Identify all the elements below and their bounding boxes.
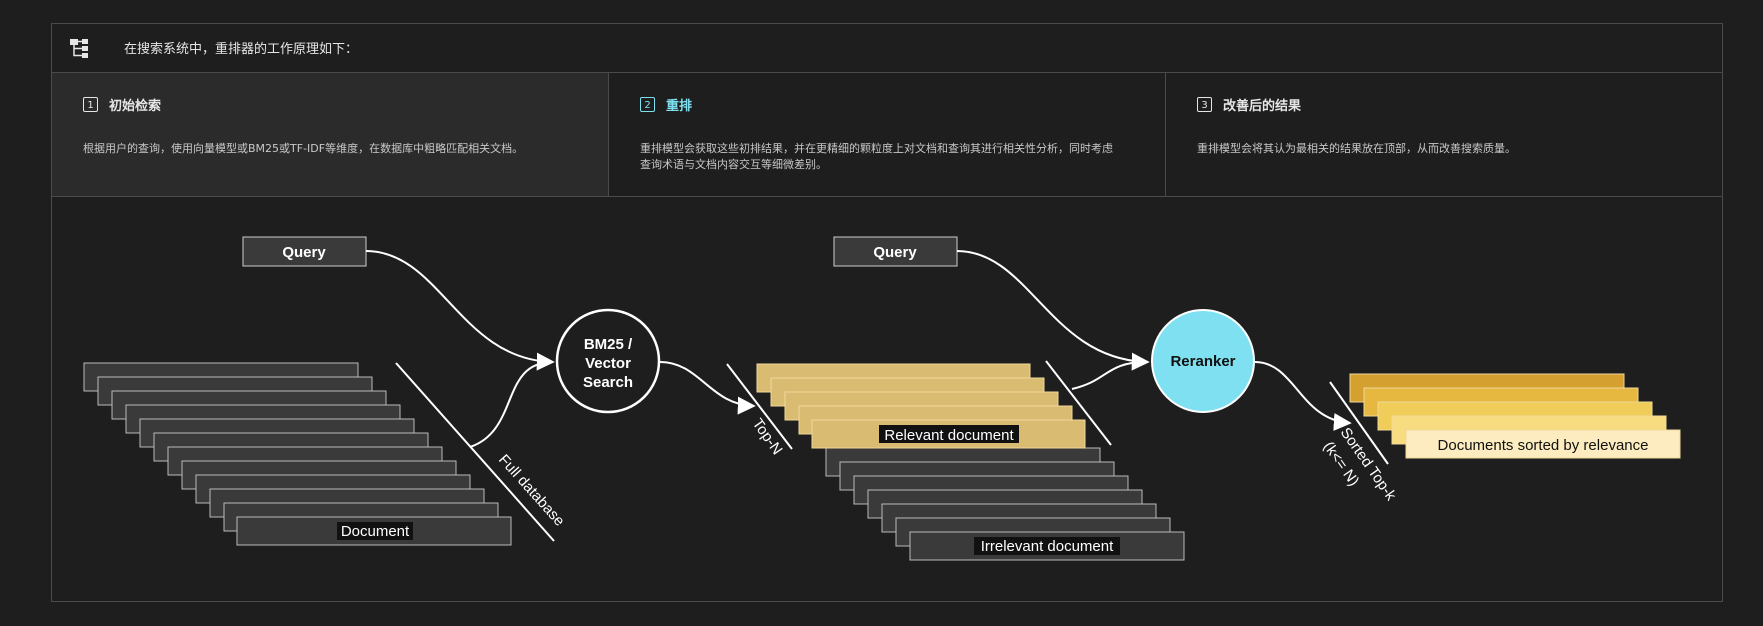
top-n-divider [726, 363, 793, 450]
hierarchy-icon [70, 39, 88, 58]
document-label: Document [341, 523, 410, 540]
step-description: 重排模型会将其认为最相关的结果放在顶部，从而改善搜索质量。 [1197, 142, 1516, 155]
query-to-reranker-arrow [956, 250, 1150, 371]
top-n-label: Top-N [749, 416, 786, 459]
document-stack: Document [83, 362, 512, 546]
query-box-right: Query [833, 236, 958, 267]
header-title: 在搜索系统中，重排器的工作原理如下： [124, 42, 359, 57]
query-label: Query [282, 244, 326, 261]
docs-to-reranker-arrow [1071, 361, 1149, 390]
step-rerank[interactable]: 2 重排 重排模型会获取这些初排结果，并在更精细的颗粒度上对文档和查询其进行相关… [609, 73, 1166, 196]
sorted-document-stack: Documents sorted by relevance [1349, 373, 1681, 459]
steps-row: 1 初始检索 根据用户的查询，使用向量模型或BM25或TF-IDF等维度，在数据… [52, 73, 1722, 197]
bm25-line1: BM25 / [584, 336, 633, 353]
bm25-line3: Search [583, 374, 633, 391]
step-description: 根据用户的查询，使用向量模型或BM25或TF-IDF等维度，在数据库中粗略匹配相… [83, 142, 524, 155]
reranker-node: Reranker [1151, 309, 1255, 413]
step-number-badge: 3 [1197, 97, 1212, 112]
step-number-badge: 2 [640, 97, 655, 112]
reranker-label: Reranker [1170, 353, 1235, 370]
step-title: 改善后的结果 [1223, 99, 1302, 114]
irrelevant-document-stack: Irrelevant document [825, 447, 1185, 561]
diagram-frame: 在搜索系统中，重排器的工作原理如下： 1 初始检索 根据用户的查询，使用向量模型… [51, 23, 1723, 602]
relevant-document-stack: Relevant document [756, 363, 1086, 449]
database-to-search-arrow [469, 361, 554, 448]
query-to-search-arrow [365, 250, 555, 371]
bm25-line2: Vector [585, 355, 631, 372]
irrelevant-document-label: Irrelevant document [981, 538, 1114, 555]
step-title: 初始检索 [109, 99, 162, 114]
step-title: 重排 [666, 99, 693, 114]
step-description: 重排模型会获取这些初排结果，并在更精细的颗粒度上对文档和查询其进行相关性分析，同… [640, 142, 1113, 171]
query-label: Query [873, 244, 917, 261]
relevant-document-label: Relevant document [884, 427, 1014, 444]
full-database-divider [395, 362, 555, 542]
bm25-vector-search-node: BM25 / Vector Search [555, 308, 661, 414]
step-number-badge: 1 [83, 97, 98, 112]
reranker-to-sorted-arrow [1254, 361, 1352, 431]
sorted-divider [1329, 381, 1389, 465]
relevant-divider [1045, 360, 1112, 446]
search-to-topn-arrow [659, 361, 756, 415]
step-improved-results[interactable]: 3 改善后的结果 重排模型会将其认为最相关的结果放在顶部，从而改善搜索质量。 [1166, 73, 1722, 196]
header: 在搜索系统中，重排器的工作原理如下： [52, 24, 1722, 73]
documents-sorted-label: Documents sorted by relevance [1438, 437, 1649, 454]
query-box-left: Query [242, 236, 367, 267]
step-initial-retrieval[interactable]: 1 初始检索 根据用户的查询，使用向量模型或BM25或TF-IDF等维度，在数据… [52, 73, 609, 196]
